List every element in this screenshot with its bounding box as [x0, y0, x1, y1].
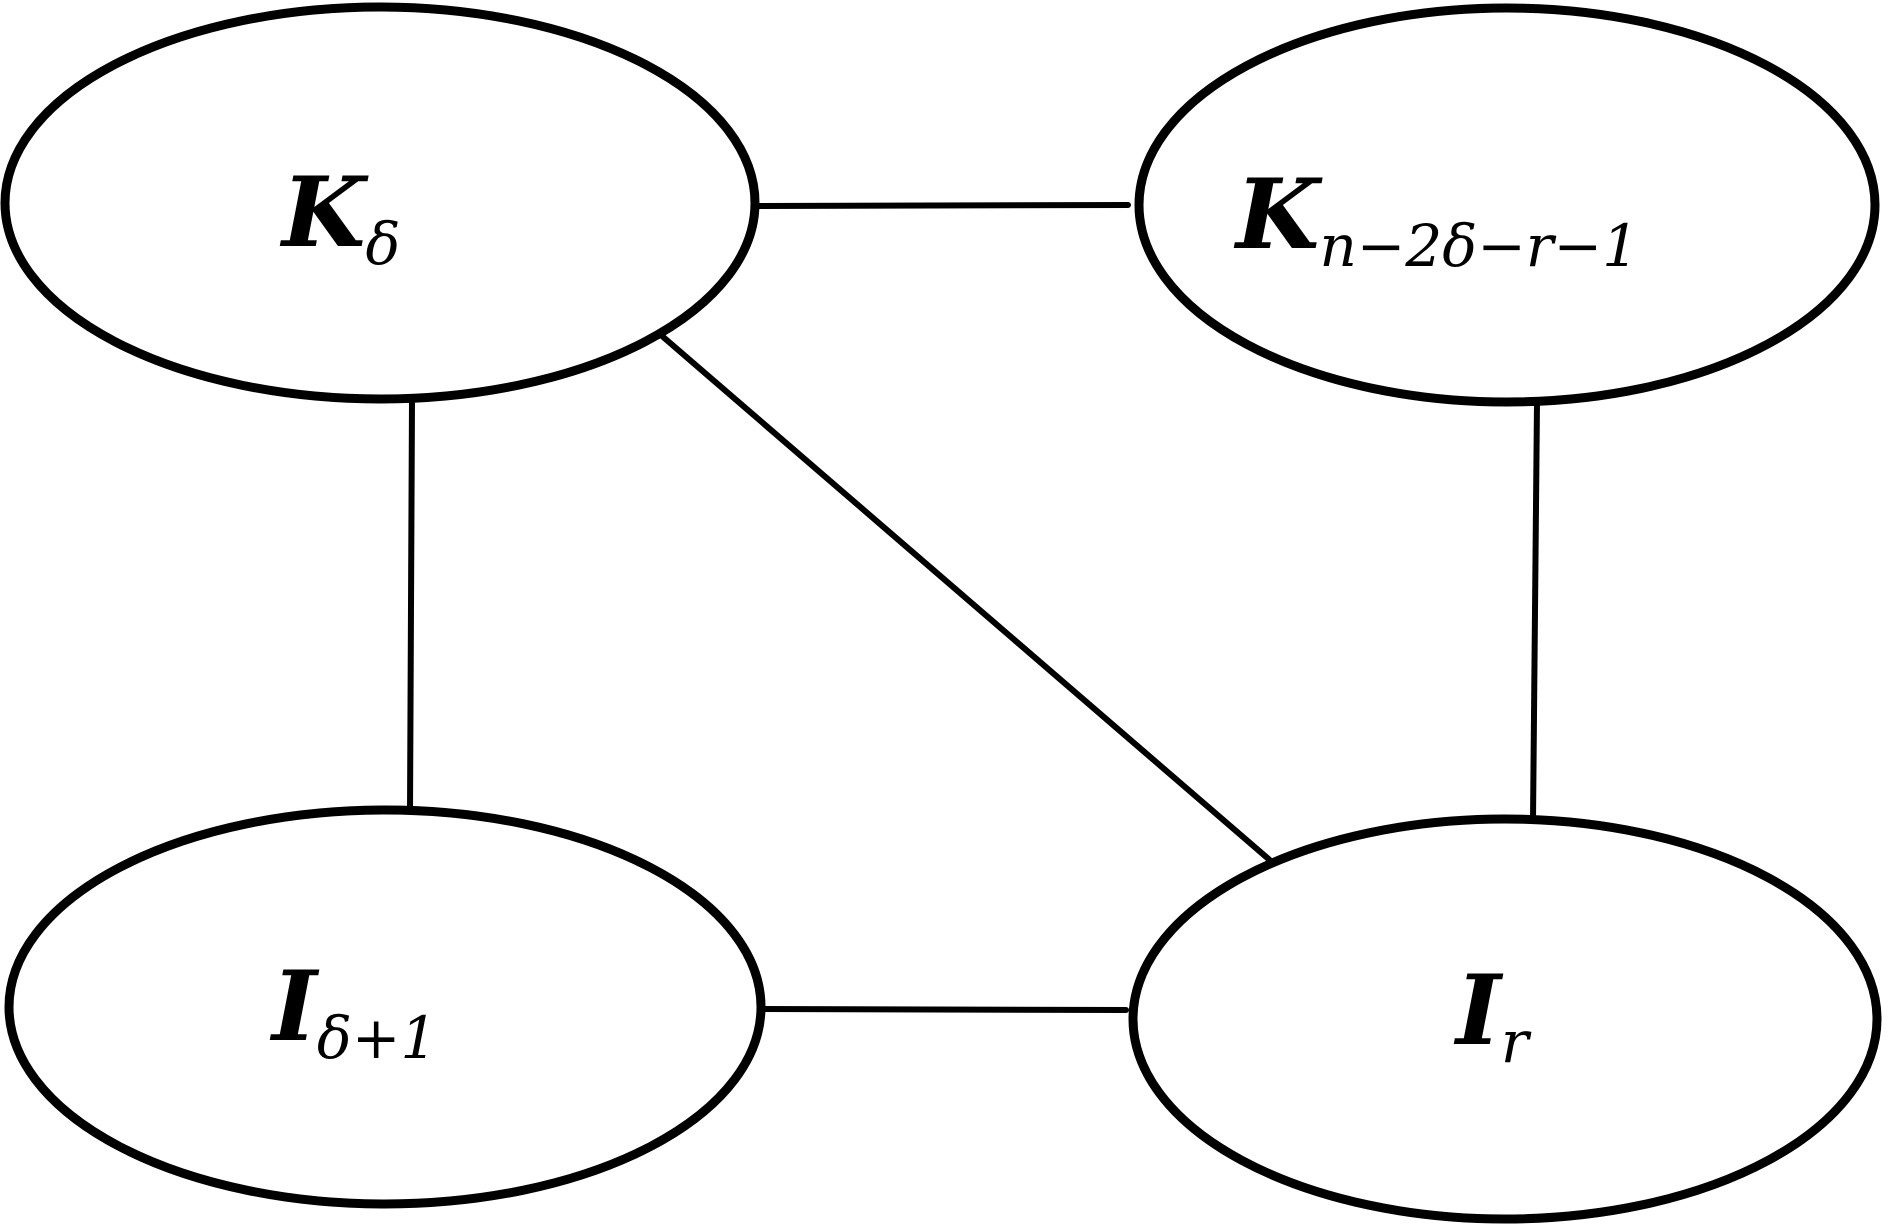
node-k-n-2delta-r-1-label: Kn−2δ−r−1: [1233, 158, 1639, 280]
node-i-delta-plus-1-main: I: [269, 950, 320, 1063]
node-k-delta: Kδ: [0, 2, 760, 404]
node-i-r: Ir: [1128, 814, 1882, 1224]
node-i-delta-plus-1: Iδ+1: [4, 805, 766, 1209]
node-i-r-main: I: [1453, 954, 1504, 1067]
node-i-r-label: Ir: [1453, 954, 1532, 1076]
edge-k-delta-to-i-delta-plus-1: [407, 397, 415, 815]
node-i-r-sub: r: [1501, 1008, 1532, 1076]
node-k-n-2delta-r-1-ellipse: [1134, 3, 1880, 407]
edge-i-delta-plus-1-to-i-r: [759, 1006, 1129, 1013]
node-k-delta-sub: δ: [365, 210, 400, 278]
node-k-delta-main: K: [279, 156, 369, 269]
node-k-n-2delta-r-1-main: K: [1233, 158, 1323, 271]
edge-k-n-2delta-r-1-to-i-r: [1530, 399, 1540, 823]
edges: [407, 202, 1540, 1013]
node-i-r-ellipse: [1128, 814, 1882, 1224]
node-k-n-2delta-r-1-sub: n−2δ−r−1: [1319, 212, 1639, 280]
node-i-delta-plus-1-sub: δ+1: [317, 1004, 437, 1072]
node-k-delta-ellipse: [0, 2, 760, 404]
node-i-delta-plus-1-ellipse: [4, 805, 766, 1209]
edge-k-delta-to-i-r: [659, 333, 1275, 865]
node-i-delta-plus-1-label: Iδ+1: [269, 950, 437, 1072]
edge-k-delta-to-k-n-2delta-r-1: [755, 202, 1131, 209]
node-k-delta-label: Kδ: [279, 156, 400, 278]
node-k-n-2delta-r-1: Kn−2δ−r−1: [1134, 3, 1880, 407]
